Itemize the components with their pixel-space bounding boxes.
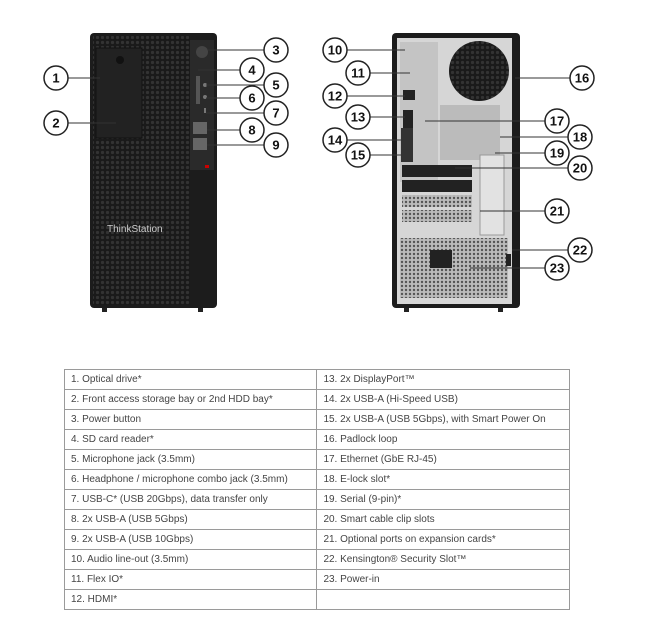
callout-number: 18 [573,130,587,145]
port-description: 11. Flex IO* [63,569,318,590]
callout-number: 9 [272,138,279,153]
table-row: 11. Flex IO*23. Power-in [63,569,570,590]
callout-number: 10 [328,43,342,58]
port-description: 2. Front access storage bay or 2nd HDD b… [63,389,318,410]
leader-lines [68,49,570,269]
callout-marker: 17 [544,108,570,134]
callout-number: 6 [248,91,255,106]
callout-marker: 21 [544,198,570,224]
callout-number: 3 [272,43,279,58]
callout-marker: 16 [569,65,595,91]
table-row: 5. Microphone jack (3.5mm)17. Ethernet (… [63,449,570,470]
callout-number: 11 [351,66,365,81]
port-description: 20. Smart cable clip slots [316,509,570,530]
callout-marker: 1 [43,65,69,91]
callout-marker: 14 [322,127,348,153]
port-description [316,589,570,610]
callout-number: 13 [351,110,365,125]
table-row: 4. SD card reader*16. Padlock loop [63,429,570,450]
table-row: 6. Headphone / microphone combo jack (3.… [63,469,570,490]
callout-marker: 5 [263,72,289,98]
port-description: 13. 2x DisplayPort™ [316,369,570,390]
tower-diagram: ThinkStation [43,33,595,312]
port-description: 21. Optional ports on expansion cards* [316,529,570,550]
port-description: 23. Power-in [316,569,570,590]
port-description: 4. SD card reader* [63,429,318,450]
port-description: 12. HDMI* [63,589,318,610]
callout-number: 15 [351,148,365,163]
callout-number: 1 [52,71,59,86]
callout-marker: 20 [567,155,593,181]
port-description: 17. Ethernet (GbE RJ-45) [316,449,570,470]
table-row: 7. USB-C* (USB 20Gbps), data transfer on… [63,489,570,510]
thinkstation-logo: ThinkStation [107,224,163,235]
port-description: 19. Serial (9-pin)* [316,489,570,510]
rear-tower [392,33,520,312]
callout-number: 23 [550,261,564,276]
callout-marker: 2 [43,110,69,136]
callout-number: 21 [550,204,564,219]
callout-number: 16 [575,71,589,86]
callout-marker: 12 [322,83,348,109]
port-description: 18. E-lock slot* [316,469,570,490]
callout-number: 19 [550,146,564,161]
callout-marker: 15 [345,142,371,168]
callout-marker: 11 [345,60,371,86]
table-row: 2. Front access storage bay or 2nd HDD b… [63,389,570,410]
port-description: 9. 2x USB-A (USB 10Gbps) [63,529,318,550]
callout-marker: 10 [322,37,348,63]
callout-number: 14 [328,133,343,148]
port-description: 14. 2x USB-A (Hi-Speed USB) [316,389,570,410]
port-description: 5. Microphone jack (3.5mm) [63,449,318,470]
callout-marker: 23 [544,255,570,281]
table-row: 12. HDMI* [63,589,570,610]
callout-number: 4 [248,63,256,78]
port-description: 22. Kensington® Security Slot™ [316,549,570,570]
port-description: 6. Headphone / microphone combo jack (3.… [63,469,318,490]
port-description: 7. USB-C* (USB 20Gbps), data transfer on… [63,489,318,510]
callout-number: 17 [550,114,564,129]
callout-marker: 3 [263,37,289,63]
callout-number: 2 [52,116,59,131]
callout-number: 8 [248,123,255,138]
callout-marker: 6 [239,85,265,111]
front-tower: ThinkStation [90,33,217,312]
table-row: 9. 2x USB-A (USB 10Gbps)21. Optional por… [63,529,570,550]
callout-marker: 8 [239,117,265,143]
callout-number: 5 [272,78,279,93]
port-description: 10. Audio line-out (3.5mm) [63,549,318,570]
callout-marker: 19 [544,140,570,166]
callout-marker: 9 [263,132,289,158]
table-row: 1. Optical drive*13. 2x DisplayPort™ [63,369,570,390]
callout-marker: 22 [567,237,593,263]
table-row: 8. 2x USB-A (USB 5Gbps)20. Smart cable c… [63,509,570,530]
callout-marker: 7 [263,100,289,126]
port-description: 8. 2x USB-A (USB 5Gbps) [63,509,318,530]
callout-number: 20 [573,161,587,176]
callout-number: 7 [272,106,279,121]
callout-number: 22 [573,243,587,258]
callout-marker: 13 [345,104,371,130]
port-description: 3. Power button [63,409,318,430]
port-description: 15. 2x USB-A (USB 5Gbps), with Smart Pow… [316,409,570,430]
callout-marker: 4 [239,57,265,83]
callout-number: 12 [328,89,342,104]
port-description: 16. Padlock loop [316,429,570,450]
callout-marker: 18 [567,124,593,150]
port-description: 1. Optical drive* [63,369,318,390]
table-row: 10. Audio line-out (3.5mm)22. Kensington… [63,549,570,570]
